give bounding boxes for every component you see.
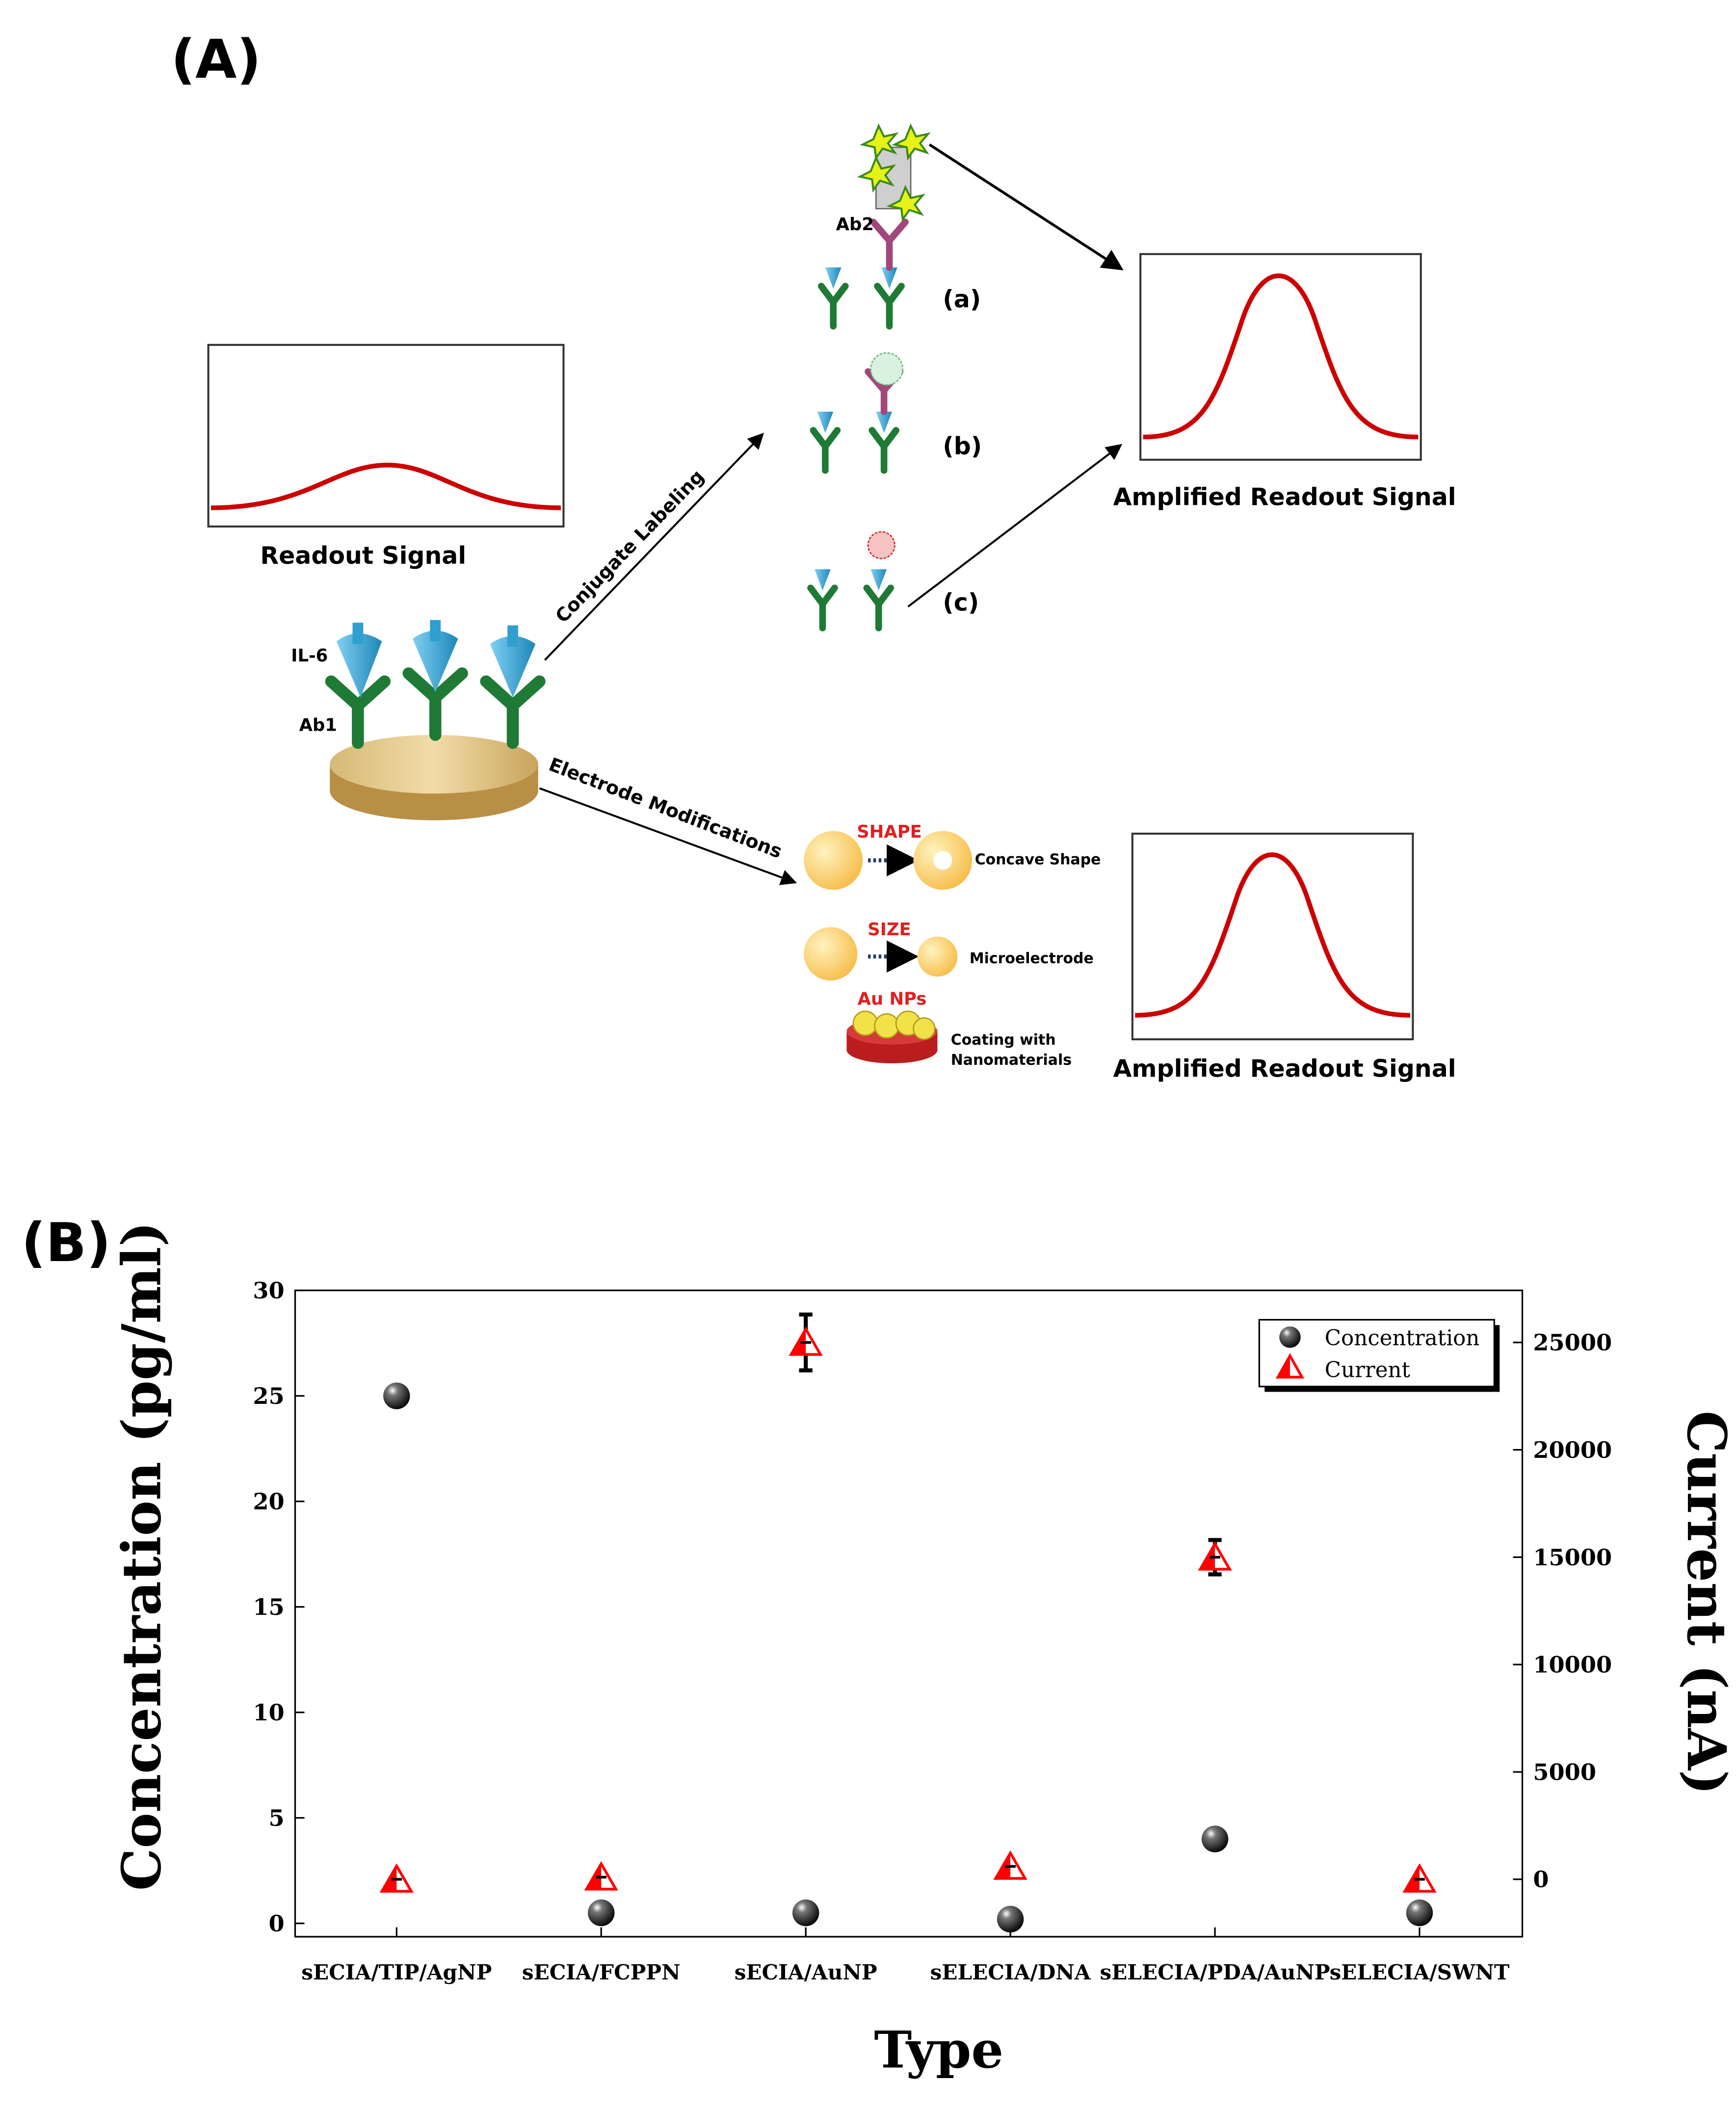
panel-b-label: (B) bbox=[22, 1212, 111, 1274]
chart-panel-b: 0 5 10 15 20 25 30 0 5000 10000 15000 20000 25000 s… bbox=[110, 1221, 1736, 2080]
concentration-point bbox=[792, 1899, 819, 1926]
au-nps-coating bbox=[846, 1010, 938, 1064]
current-point bbox=[993, 1850, 1027, 1880]
y-axis-label: Concentration (pg/ml) bbox=[110, 1221, 173, 1891]
concentration-point bbox=[997, 1905, 1024, 1933]
data-marks bbox=[379, 1312, 1437, 1933]
coating-label-1: Coating with bbox=[951, 1031, 1056, 1049]
left-tick-label: 25 bbox=[253, 1383, 284, 1409]
right-tick-label: 0 bbox=[1533, 1866, 1549, 1893]
x-tick-label: sECIA/FCPPN bbox=[522, 1960, 681, 1984]
electrode-modifications-label: Electrode Modifications bbox=[546, 754, 785, 863]
arrow-electrode bbox=[539, 787, 797, 885]
current-point bbox=[789, 1312, 823, 1372]
amplified-curve-bottom bbox=[1135, 852, 1410, 1018]
conjugate-labeling-label: Conjugate Labeling bbox=[551, 466, 708, 627]
current-point bbox=[1198, 1538, 1232, 1577]
left-tick-label: 10 bbox=[253, 1699, 284, 1726]
readout-signal-box bbox=[207, 343, 565, 528]
concentration-point bbox=[383, 1382, 410, 1409]
size-modification bbox=[804, 927, 958, 981]
x-tick-label: sELECIA/DNA bbox=[930, 1960, 1091, 1984]
coating-label-2: Nanomaterials bbox=[951, 1052, 1072, 1069]
concave-label: Concave Shape bbox=[975, 851, 1101, 869]
plot-frame bbox=[294, 1290, 1524, 1938]
arrow-c-to-amplified bbox=[907, 444, 1123, 607]
current-point bbox=[584, 1861, 618, 1891]
left-tick-label: 30 bbox=[253, 1277, 284, 1304]
label-a-construct bbox=[821, 123, 931, 326]
label-c: (c) bbox=[943, 588, 979, 616]
ab1-antibodies bbox=[325, 667, 546, 749]
legend-concentration-label: Concentration bbox=[1325, 1326, 1480, 1350]
x-tick-label: sECIA/AuNP bbox=[735, 1960, 877, 1984]
right-tick-label: 20000 bbox=[1533, 1437, 1612, 1463]
x-tick-label: sELECIA/PDA/AuNP bbox=[1100, 1960, 1330, 1984]
microelectrode-label: Microelectrode bbox=[970, 950, 1094, 967]
readout-signal-curve bbox=[211, 463, 561, 510]
electrode-disc bbox=[330, 735, 538, 820]
il6-label: IL-6 bbox=[291, 646, 328, 666]
right-axis-ticks: 0 5000 10000 15000 20000 25000 bbox=[1513, 1329, 1612, 1893]
label-c-construct bbox=[811, 531, 895, 628]
x-tick-label: sECIA/TIP/AgNP bbox=[301, 1960, 492, 1984]
shape-modification bbox=[804, 831, 973, 890]
shape-label: SHAPE bbox=[857, 822, 922, 842]
ab2-label: Ab2 bbox=[836, 214, 874, 235]
arrow-conjugate bbox=[544, 433, 764, 661]
concentration-point bbox=[1406, 1899, 1433, 1926]
label-a: (a) bbox=[943, 286, 981, 314]
left-axis-ticks: 0 5 10 15 20 25 30 bbox=[253, 1277, 305, 1937]
au-nps-label: Au NPs bbox=[858, 989, 927, 1009]
concentration-point bbox=[1201, 1825, 1229, 1852]
amplified-curve-top bbox=[1143, 273, 1419, 440]
left-tick-label: 5 bbox=[269, 1805, 285, 1831]
current-point bbox=[379, 1863, 414, 1893]
current-triangle-fill bbox=[586, 1864, 602, 1890]
left-tick-label: 20 bbox=[253, 1488, 284, 1515]
legend-concentration-marker bbox=[1279, 1326, 1301, 1348]
il6-antigens bbox=[336, 620, 536, 698]
left-tick-label: 15 bbox=[253, 1594, 284, 1620]
x-tick-label: sELECIA/SWNT bbox=[1330, 1960, 1510, 1984]
left-tick-label: 0 bbox=[269, 1910, 285, 1937]
current-point bbox=[1402, 1863, 1437, 1893]
label-b: (b) bbox=[943, 432, 982, 460]
label-b-construct bbox=[813, 352, 904, 470]
right-tick-label: 25000 bbox=[1533, 1329, 1612, 1356]
legend-current-label: Current bbox=[1325, 1358, 1411, 1383]
y2-axis-label: Current (nA) bbox=[1675, 1411, 1736, 1795]
arrow-to-amplified-top bbox=[928, 143, 1124, 270]
x-axis-ticks: sECIA/TIP/AgNP sECIA/FCPPN sECIA/AuNP sELEC… bbox=[301, 1927, 1509, 1984]
right-tick-label: 5000 bbox=[1533, 1759, 1596, 1785]
x-axis-label: Type bbox=[874, 2021, 1003, 2080]
right-tick-label: 15000 bbox=[1533, 1544, 1612, 1571]
panel-a-label: (A) bbox=[171, 28, 261, 91]
current-triangle-fill bbox=[382, 1866, 397, 1892]
concentration-point bbox=[588, 1899, 615, 1926]
amplified-label-bottom: Amplified Readout Signal bbox=[1113, 1054, 1456, 1082]
readout-signal-label: Readout Signal bbox=[260, 542, 466, 570]
amplified-label-top: Amplified Readout Signal bbox=[1113, 483, 1456, 511]
ab1-label: Ab1 bbox=[299, 715, 337, 735]
right-tick-label: 10000 bbox=[1533, 1652, 1612, 1678]
size-label: SIZE bbox=[868, 920, 911, 940]
